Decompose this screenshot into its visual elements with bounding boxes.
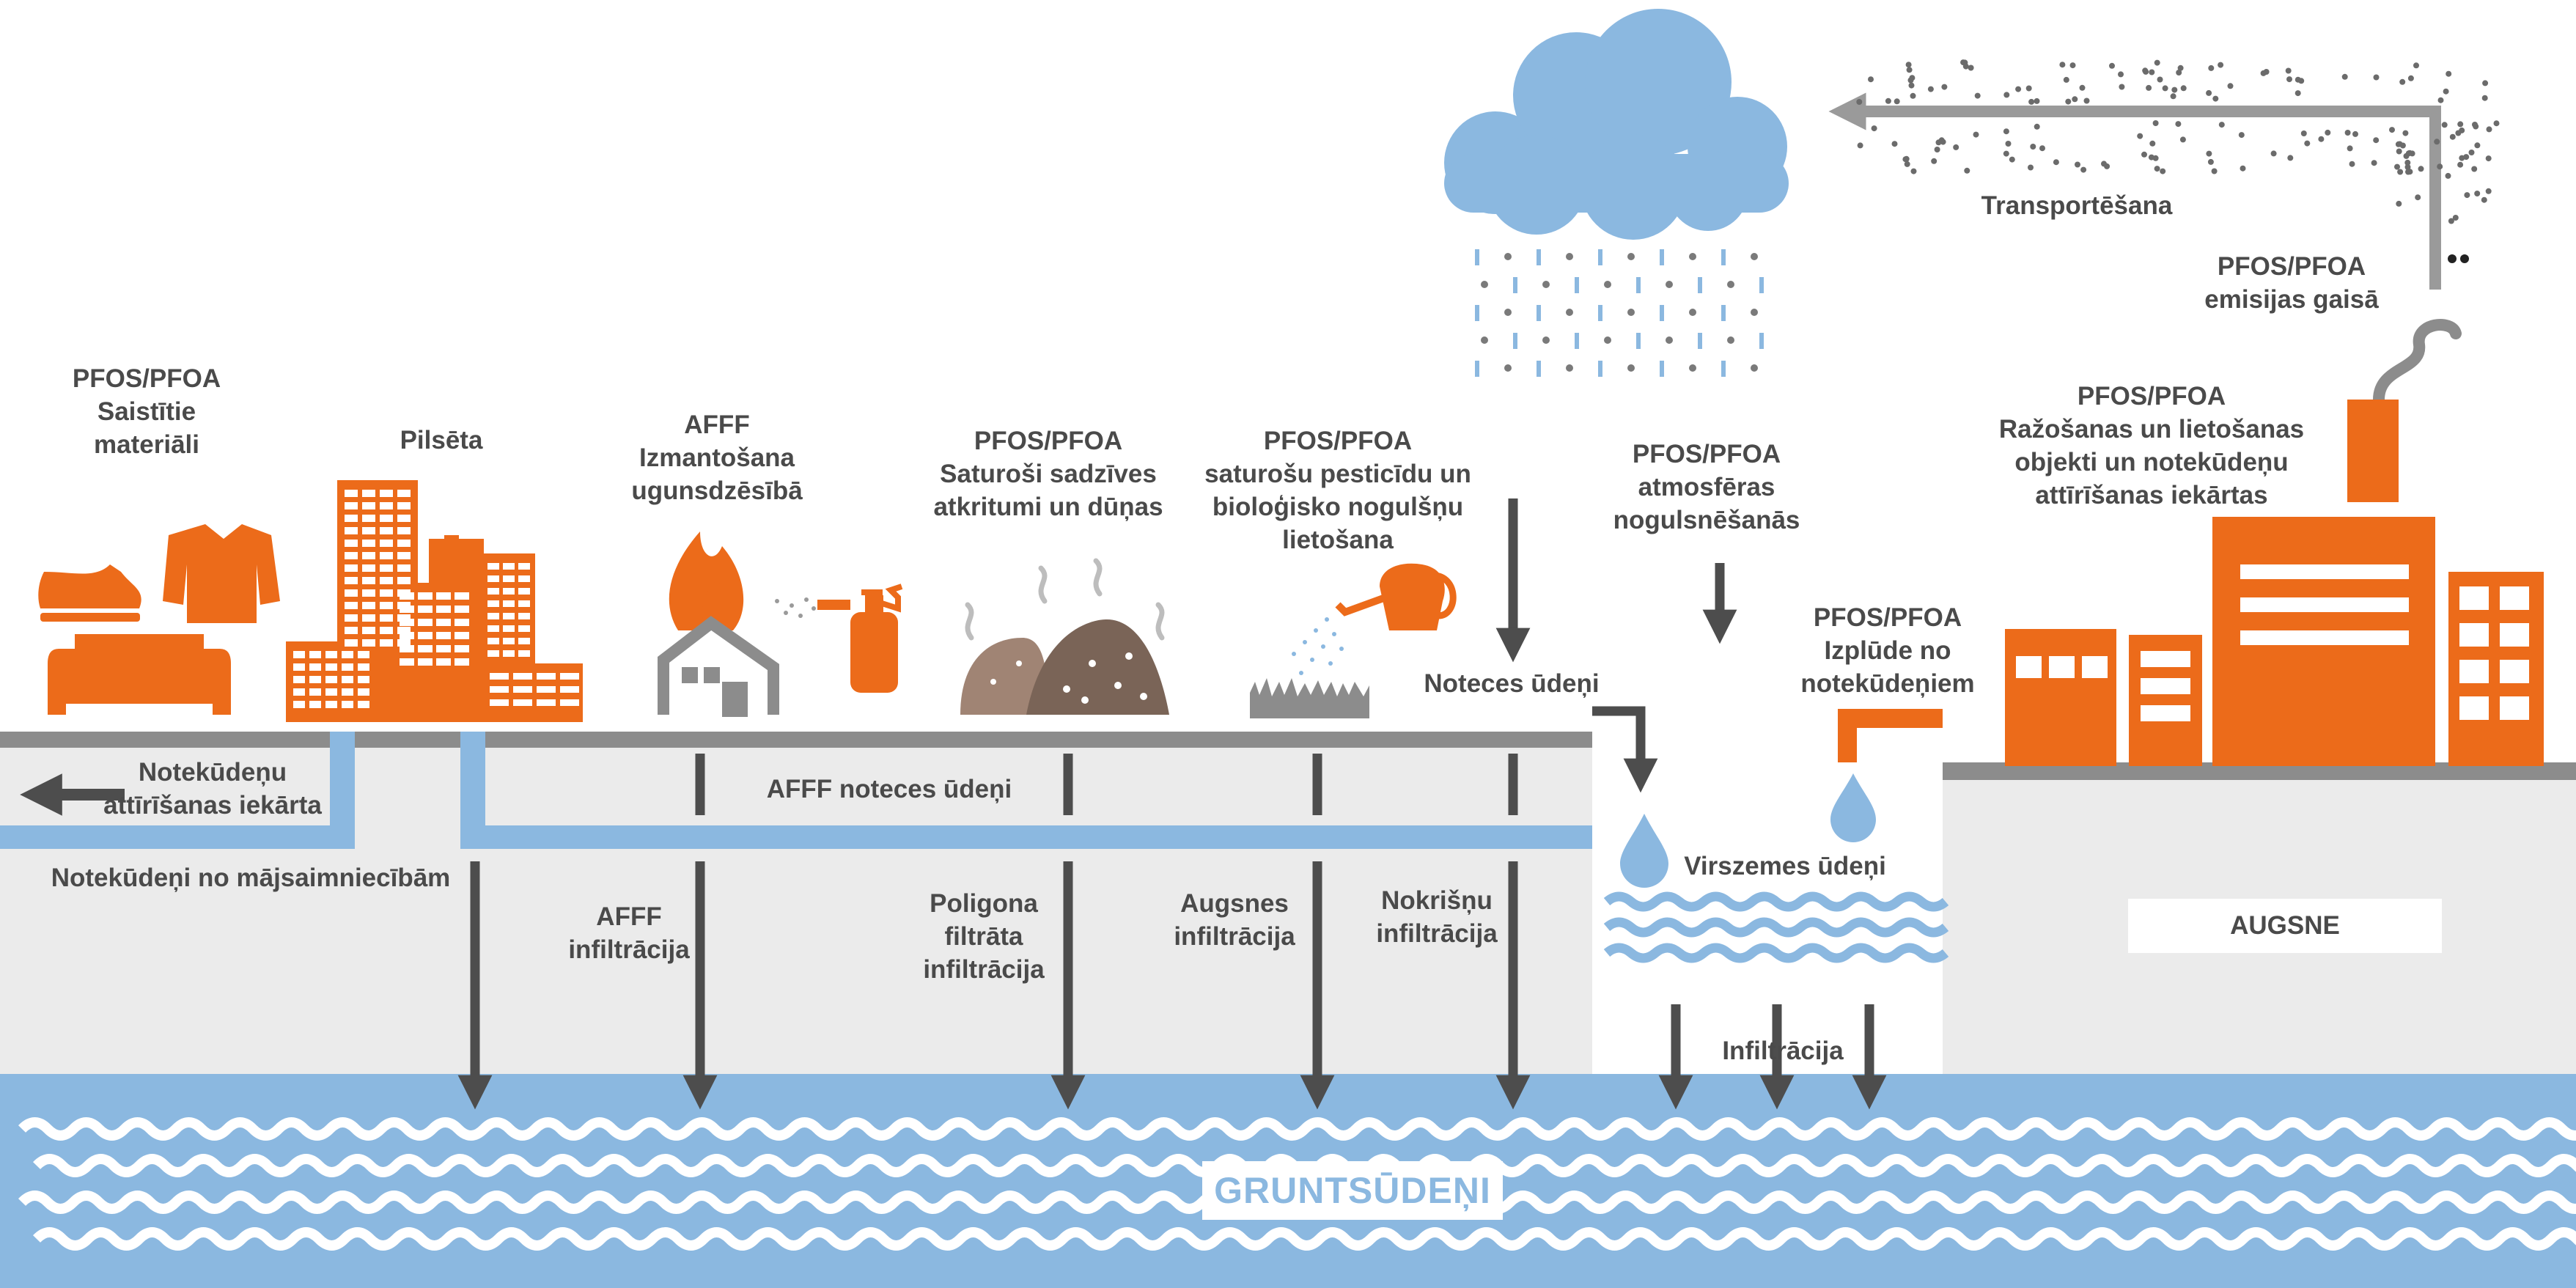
city-windows (293, 490, 579, 708)
clothes-icon (38, 524, 280, 715)
particle-dots (1856, 59, 2500, 263)
label-surface-water: Virszemes ūdeņi (1684, 852, 1886, 880)
drop-icon (1830, 773, 1876, 842)
label-afff-runoff: AFFF noteces ūdeņi (766, 775, 1012, 803)
drop-icon (1620, 814, 1668, 888)
label-city: Pilsēta (400, 426, 483, 455)
smoke-icon (2373, 319, 2462, 405)
waste-pile-icon (960, 558, 1169, 715)
effluent-pipe (1838, 709, 1943, 762)
label-infiltration: Infiltrācija (1722, 1037, 1844, 1065)
house-icon (658, 616, 779, 717)
surface-water-waves (1603, 891, 1949, 963)
city-icon (286, 480, 583, 722)
rain-icon (1475, 249, 1764, 377)
label-household: Notekūdeņi no mājsaimniecībām (51, 864, 451, 892)
cloud-icon (1444, 9, 1789, 240)
fire-icon (669, 531, 744, 630)
label-runoff: Noteces ūdeņi (1424, 669, 1600, 698)
extinguisher-icon (775, 584, 903, 693)
soil-layer (0, 740, 1592, 1078)
sewer-pipes (0, 732, 1592, 849)
label-soil: AUGSNE (2128, 899, 2442, 953)
label-groundwater: GRUNTSŪDEŅI (1202, 1161, 1503, 1220)
factory-windows (2016, 564, 2529, 721)
infiltration-arrows (457, 861, 1887, 1110)
label-transport: Transportēšana (1981, 191, 2173, 220)
runoff-stubs (695, 754, 1518, 815)
ground-surface (0, 732, 1592, 748)
runoff-arrow (1592, 706, 1658, 793)
watering-can-icon (1250, 563, 1457, 718)
transport-arrow (1828, 92, 2441, 290)
